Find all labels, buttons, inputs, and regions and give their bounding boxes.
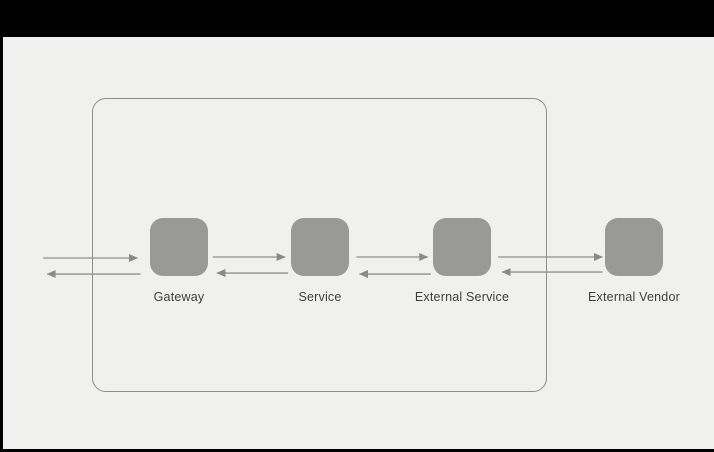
- diagram-canvas: Gateway Service External Service Externa…: [3, 37, 714, 449]
- system-boundary-box: [92, 98, 547, 392]
- node-external-vendor: [605, 218, 663, 276]
- node-service: [291, 218, 349, 276]
- node-label-external-service: External Service: [414, 290, 510, 304]
- node-label-gateway: Gateway: [153, 290, 205, 304]
- node-gateway: [150, 218, 208, 276]
- node-label-service: Service: [298, 290, 342, 304]
- node-label-external-vendor: External Vendor: [588, 290, 680, 304]
- node-external-service: [433, 218, 491, 276]
